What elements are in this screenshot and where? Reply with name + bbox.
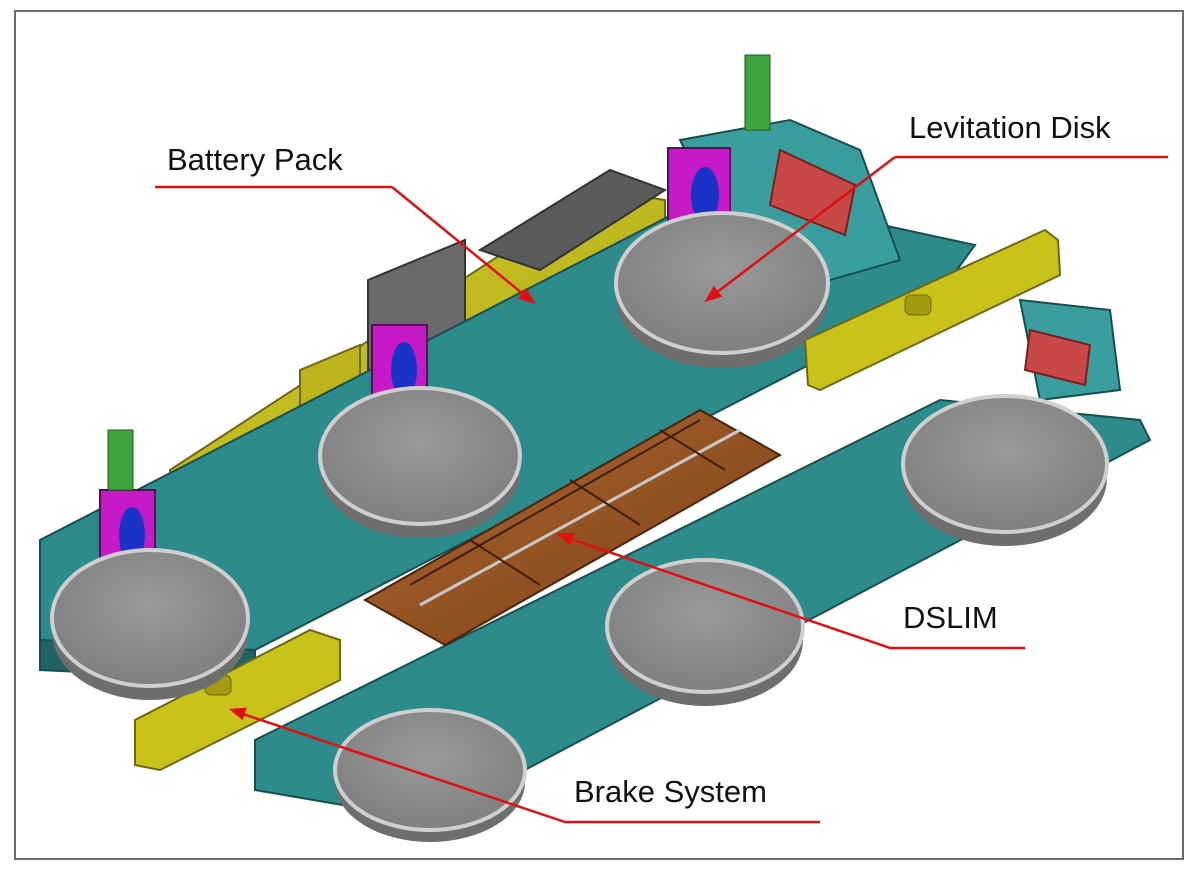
dslim-label: DSLIM	[903, 600, 998, 635]
disk-middle-top	[318, 386, 522, 538]
leader-lines	[155, 155, 1168, 824]
disk-rear-top	[614, 211, 830, 368]
dslim-motor	[362, 408, 783, 647]
levitation-disks	[50, 211, 1109, 842]
levitation-disk-label: Levitation Disk	[909, 110, 1111, 145]
battery-pack-label: Battery Pack	[167, 142, 343, 177]
levitation-disk-leader	[704, 155, 1168, 303]
disk-rear-right	[901, 394, 1109, 546]
disk-front-bottom	[333, 708, 527, 842]
battery-pack-leader	[155, 185, 536, 305]
brake-system-leader	[228, 707, 820, 824]
disk-middle-bottom	[605, 558, 805, 706]
dslim-leader	[556, 532, 1025, 650]
disk-front-left	[50, 548, 250, 700]
brake-system-label: Brake System	[574, 774, 767, 809]
brake-system-rear	[803, 228, 1062, 392]
